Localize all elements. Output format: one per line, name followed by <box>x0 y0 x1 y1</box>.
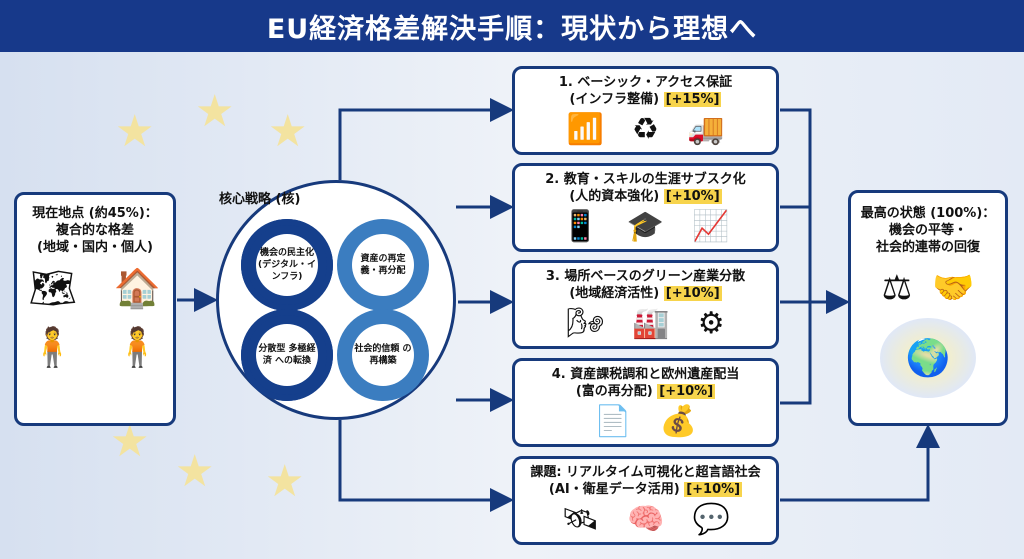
star-icon: ★ <box>115 106 155 157</box>
gear-label: 社会的信頼 の再構築 <box>352 324 414 386</box>
current-line1: 現在地点 (約45%)： <box>32 206 158 221</box>
scales-icon: ⚖ <box>881 268 913 308</box>
step-card: 4. 資産課税調和と欧州遺産配当 (富の再分配) [+10%] 📄 💰 <box>512 358 779 447</box>
gear-icon: 資産の再定義・再分配 <box>337 219 429 311</box>
step-subtitle: (インフラ整備) <box>569 92 660 107</box>
gear-icon: 社会的信頼 の再構築 <box>337 309 429 401</box>
step-icon: 🧠 <box>627 502 665 537</box>
step-icon: 📱 <box>561 209 599 244</box>
current-line2: 複合的な格差 <box>55 223 134 238</box>
step-card: 課題: リアルタイム可視化と超言語社会 (AI・衛星データ活用) [+10%] … <box>512 456 779 545</box>
person-money-icon: 🧍 <box>28 325 77 369</box>
step-title: 4. 資産課税調和と欧州遺産配当 <box>551 367 740 382</box>
goal-line3: 社会的連帯の回復 <box>875 240 980 255</box>
step-icon: 🚚 <box>686 112 725 147</box>
star-icon: ★ <box>175 446 215 497</box>
person-money-icon: 🧍 <box>113 325 162 369</box>
step-impact-badge: [+10%] <box>684 482 743 497</box>
split-house-icon: 🏠 <box>113 266 162 310</box>
goal-state-card: 最高の状態 (100%)： 機会の平等・ 社会的連帯の回復 ⚖ 🤝 🌍 <box>848 190 1008 426</box>
eu-map-icon: 🌍 <box>880 318 976 398</box>
current-state-card: 現在地点 (約45%)： 複合的な格差 (地域・国内・個人) 🗺 🏠 🧍 🧍 <box>14 192 176 426</box>
step-subtitle: (AI・衛星データ活用) <box>548 482 680 497</box>
step-title: 1. ベーシック・アクセス保証 <box>558 75 733 90</box>
step-icon: 📶 <box>566 112 605 147</box>
gear-label: 分散型 多極経済 への転換 <box>256 324 318 386</box>
gear-icon: 分散型 多極経済 への転換 <box>241 309 333 401</box>
star-icon: ★ <box>265 456 305 507</box>
step-icon: 💬 <box>692 502 730 537</box>
step-card: 2. 教育・スキルの生涯サブスク化 (人的資本強化) [+10%] 📱 🎓 📈 <box>512 163 779 252</box>
step-subtitle: (人的資本強化) <box>569 189 660 204</box>
star-icon: ★ <box>195 86 235 137</box>
step-icon: 🏭 <box>632 306 670 341</box>
step-card: 1. ベーシック・アクセス保証 (インフラ整備) [+15%] 📶 ♻ 🚚 <box>512 66 779 155</box>
goal-line1: 最高の状態 (100%)： <box>860 206 996 221</box>
page-title: EU経済格差解決手順：現状から理想へ <box>0 0 1024 52</box>
star-icon: ★ <box>268 106 308 157</box>
step-title: 3. 場所ベースのグリーン産業分散 <box>545 269 746 284</box>
star-icon: ★ <box>110 416 150 467</box>
core-title: 核心戦略 (核) <box>219 192 301 207</box>
step-impact-badge: [+10%] <box>663 286 722 301</box>
goal-line2: 機会の平等・ <box>888 223 967 238</box>
step-icon: 📈 <box>692 209 730 244</box>
step-icon: 💰 <box>659 404 697 439</box>
step-impact-badge: [+15%] <box>663 92 722 107</box>
gear-label: 資産の再定義・再分配 <box>352 234 414 296</box>
gear-label: 機会の民主化 (デジタル・インフラ) <box>256 234 318 296</box>
step-subtitle: (富の再分配) <box>575 384 653 399</box>
step-icon: 🎓 <box>626 209 665 244</box>
step-icon: 📄 <box>594 404 632 439</box>
step-impact-badge: [+10%] <box>657 384 716 399</box>
step-subtitle: (地域経済活性) <box>569 286 660 301</box>
step-impact-badge: [+10%] <box>663 189 722 204</box>
step-icon: 🌬 <box>566 306 605 341</box>
core-strategy-circle: 核心戦略 (核) 機会の民主化 (デジタル・インフラ) 資産の再定義・再分配 分… <box>216 180 456 420</box>
step-title: 2. 教育・スキルの生涯サブスク化 <box>545 172 746 187</box>
step-title: 課題: リアルタイム可視化と超言語社会 <box>530 465 761 480</box>
current-line3: (地域・国内・個人) <box>37 240 153 255</box>
eu-map-icon: 🗺 <box>28 266 77 310</box>
step-icon: ♻ <box>632 112 659 147</box>
step-icon: ⚙ <box>697 306 725 341</box>
gear-icon: 機会の民主化 (デジタル・インフラ) <box>241 219 333 311</box>
step-icon: 🛰 <box>561 502 600 537</box>
handshake-icon: 🤝 <box>932 268 975 308</box>
step-card: 3. 場所ベースのグリーン産業分散 (地域経済活性) [+10%] 🌬 🏭 ⚙ <box>512 260 779 349</box>
